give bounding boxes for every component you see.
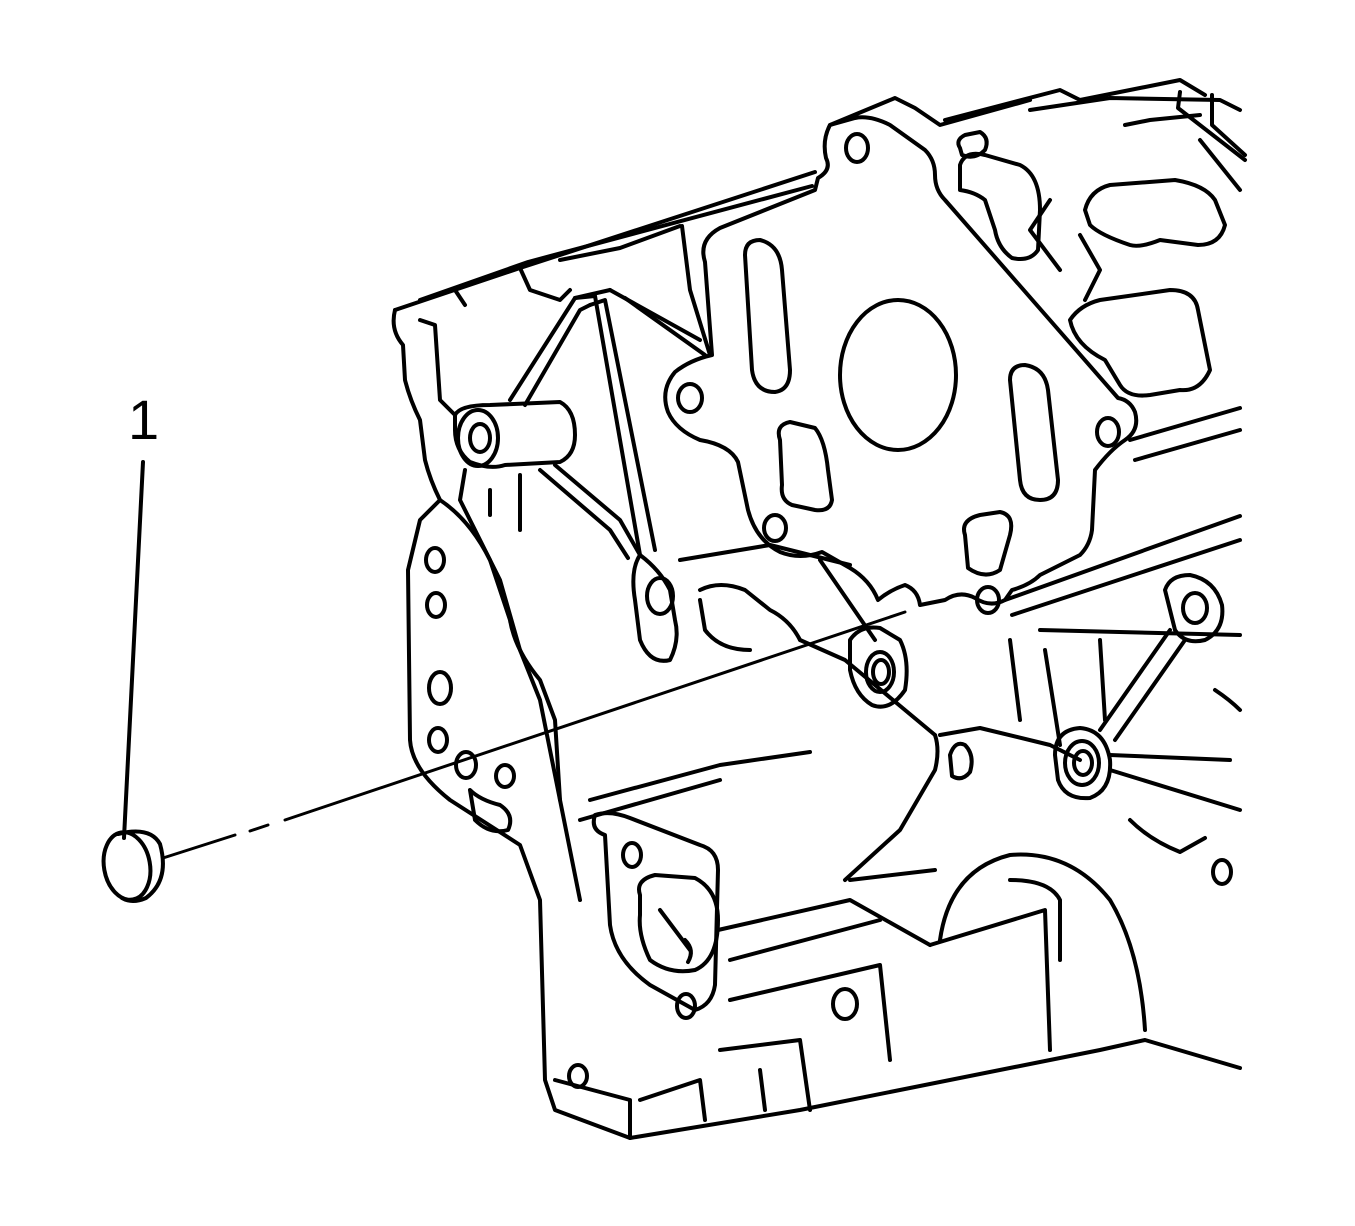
installation-path-line [161, 610, 907, 860]
cup-plug-part [101, 829, 165, 903]
callout-1-leader [122, 460, 145, 840]
engine-block [391, 78, 1247, 1140]
callout-1-label: 1 [128, 388, 160, 451]
